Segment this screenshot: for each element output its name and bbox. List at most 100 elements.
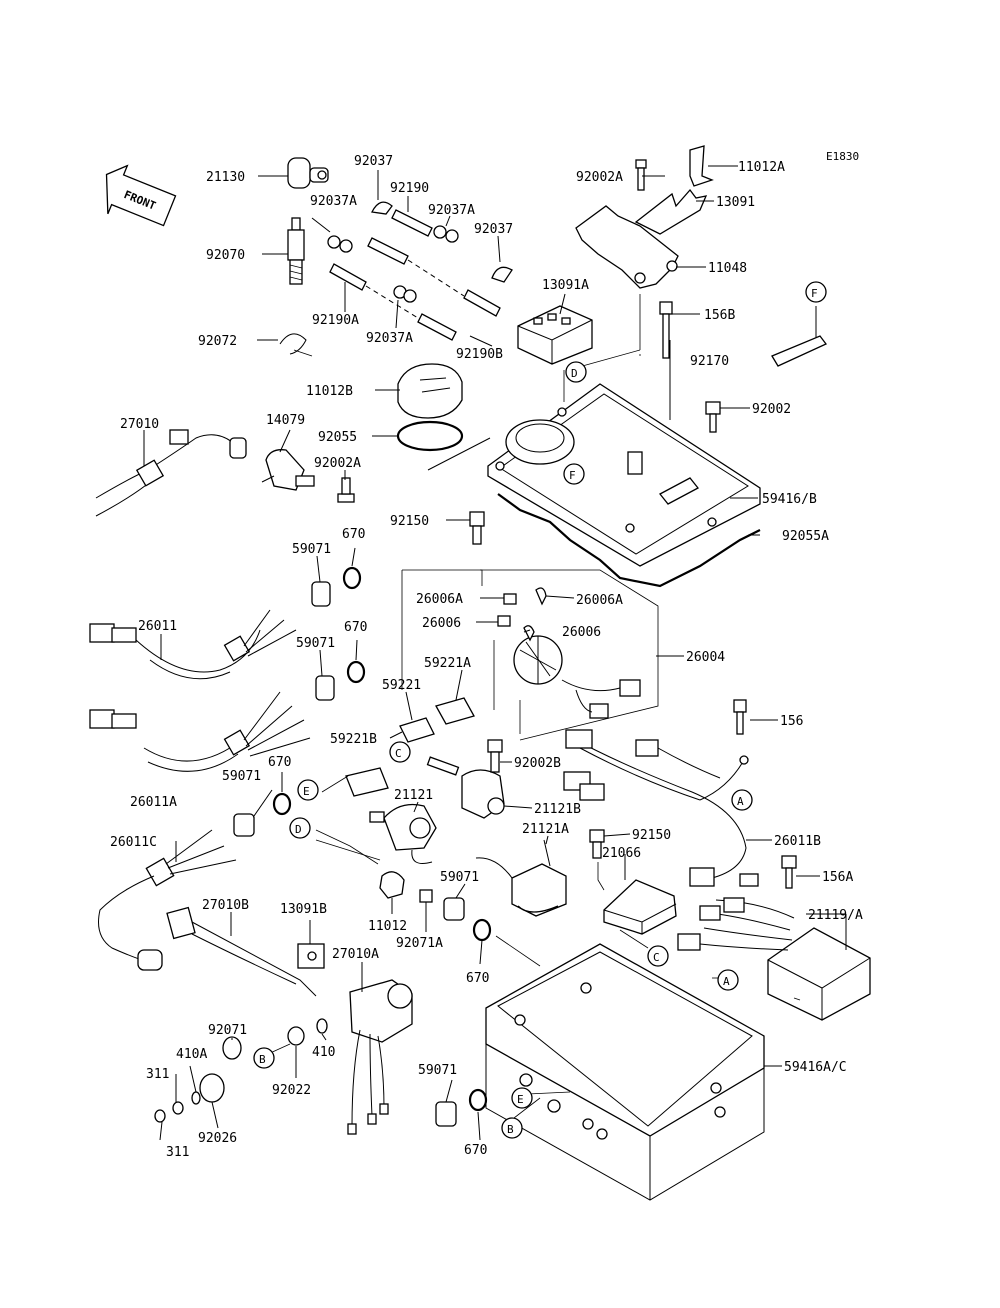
- part-14079-sensor-illustration: [261, 449, 315, 491]
- svg-text:E: E: [517, 1093, 524, 1106]
- part-label: 59221: [382, 678, 421, 693]
- part-label: 26011: [138, 619, 177, 634]
- part-21119A-ecu-illustration: [677, 873, 871, 1021]
- part-label: 92002: [752, 402, 791, 417]
- part-label: 92190A: [312, 313, 359, 328]
- part-59071-fittings-illustration: [233, 566, 492, 1127]
- part-label: 92022: [272, 1083, 311, 1098]
- part-label: 92190: [390, 181, 429, 196]
- part-label: 11012A: [738, 160, 785, 175]
- part-156-bolt-illustration: [733, 699, 747, 735]
- callout-e-case: E: [511, 1087, 533, 1109]
- part-label: 21121B: [534, 802, 581, 817]
- part-label: 59071: [292, 542, 331, 557]
- part-label: 92150: [390, 514, 429, 529]
- part-label: 92037A: [310, 194, 357, 209]
- part-label: 311: [146, 1067, 169, 1082]
- callout-b-left: B: [253, 1047, 275, 1069]
- part-label: 92037: [354, 154, 393, 169]
- svg-text:B: B: [507, 1123, 514, 1136]
- part-label: 59416A/C: [784, 1060, 847, 1075]
- part-label: 410A: [176, 1047, 207, 1062]
- part-label: 27010: [120, 417, 159, 432]
- part-156A-bolt-illustration: [781, 855, 797, 889]
- part-label: 13091B: [280, 902, 327, 917]
- part-label: 410: [312, 1045, 335, 1060]
- part-label: 92037A: [428, 203, 475, 218]
- part-label: 21119/A: [808, 908, 863, 923]
- part-hoses-and-clips-illustration: [279, 201, 513, 357]
- part-21130-sensor-illustration: [287, 157, 329, 189]
- callout-b-case: B: [501, 1117, 523, 1139]
- part-label: 92150: [632, 828, 671, 843]
- svg-text:A: A: [723, 975, 730, 988]
- part-label: 26006A: [576, 593, 623, 608]
- part-label: 26006A: [416, 592, 463, 607]
- part-label: 11048: [708, 261, 747, 276]
- part-92002-bolt-illustration: [705, 401, 721, 433]
- part-26011B-harness-illustration: [563, 729, 749, 887]
- leader-lines: [143, 165, 847, 1141]
- part-92170-tag-illustration: [771, 306, 828, 367]
- part-number-labels: 21130 92037 92190 92037A 92037 92037A 92…: [110, 154, 863, 1160]
- svg-text:C: C: [395, 747, 402, 760]
- part-label: 26004: [686, 650, 725, 665]
- part-label: 670: [344, 620, 367, 635]
- callout-c-left: C: [389, 741, 411, 763]
- part-label: 26011C: [110, 835, 157, 850]
- callout-f-top: F: [805, 281, 827, 303]
- diagram-code: E1830: [826, 150, 859, 163]
- part-label: 59221A: [424, 656, 471, 671]
- part-label: 26006: [422, 616, 461, 631]
- part-label: 670: [268, 755, 291, 770]
- part-label: 92055A: [782, 529, 829, 544]
- part-11012B-cap-illustration: [396, 363, 464, 452]
- part-label: 156A: [822, 870, 853, 885]
- part-59416AC-lower-case-illustration: [485, 943, 765, 1201]
- part-27010-harness-illustration: [95, 429, 247, 517]
- part-13091A-holder-illustration: [517, 305, 593, 365]
- part-label: 92055: [318, 430, 357, 445]
- part-label: 11012B: [306, 384, 353, 399]
- part-label: 92072: [198, 334, 237, 349]
- part-label: 92037A: [366, 331, 413, 346]
- part-label: 21066: [602, 846, 641, 861]
- callout-c-right: C: [647, 945, 669, 967]
- part-27010A-switch-illustration: [347, 979, 413, 1135]
- part-label: 26006: [562, 625, 601, 640]
- callout-circles: F D F C E D A C A B E B: [253, 281, 827, 1139]
- part-label: 92190B: [456, 347, 503, 362]
- part-label: 13091: [716, 195, 755, 210]
- part-label: 92071: [208, 1023, 247, 1038]
- part-label: 26011B: [774, 834, 821, 849]
- part-label: 59071: [222, 769, 261, 784]
- part-label: 59221B: [330, 732, 377, 747]
- part-label: 11012: [368, 919, 407, 934]
- part-11048-bracket-illustration: [575, 145, 714, 289]
- part-label: 92002B: [514, 756, 561, 771]
- part-label: 92071A: [396, 936, 443, 951]
- part-label: 59071: [418, 1063, 457, 1078]
- part-92002B-bolt-illustration: [487, 739, 503, 773]
- part-92002A-bolt-illustration: [337, 477, 355, 503]
- part-26004-fusebox-illustration: [497, 587, 641, 719]
- part-21121-coil-illustration: [369, 756, 505, 864]
- part-92070-spark-plug-illustration: [287, 217, 305, 285]
- part-label: 156B: [704, 308, 735, 323]
- part-label: 27010A: [332, 947, 379, 962]
- part-92150-bolt-illustration: [469, 511, 485, 545]
- part-label: 92002A: [576, 170, 623, 185]
- part-label: 670: [342, 527, 365, 542]
- callout-d-top: D: [565, 361, 587, 383]
- part-label: 59071: [296, 636, 335, 651]
- part-label: 92170: [690, 354, 729, 369]
- part-label: 670: [466, 971, 489, 986]
- part-21121A-coil-illustration: [475, 839, 567, 917]
- part-label: 21121: [394, 788, 433, 803]
- callout-f-cover: F: [563, 463, 585, 485]
- part-label: 27010B: [202, 898, 249, 913]
- svg-text:F: F: [569, 469, 576, 482]
- front-arrow-icon: FRONT: [105, 164, 177, 227]
